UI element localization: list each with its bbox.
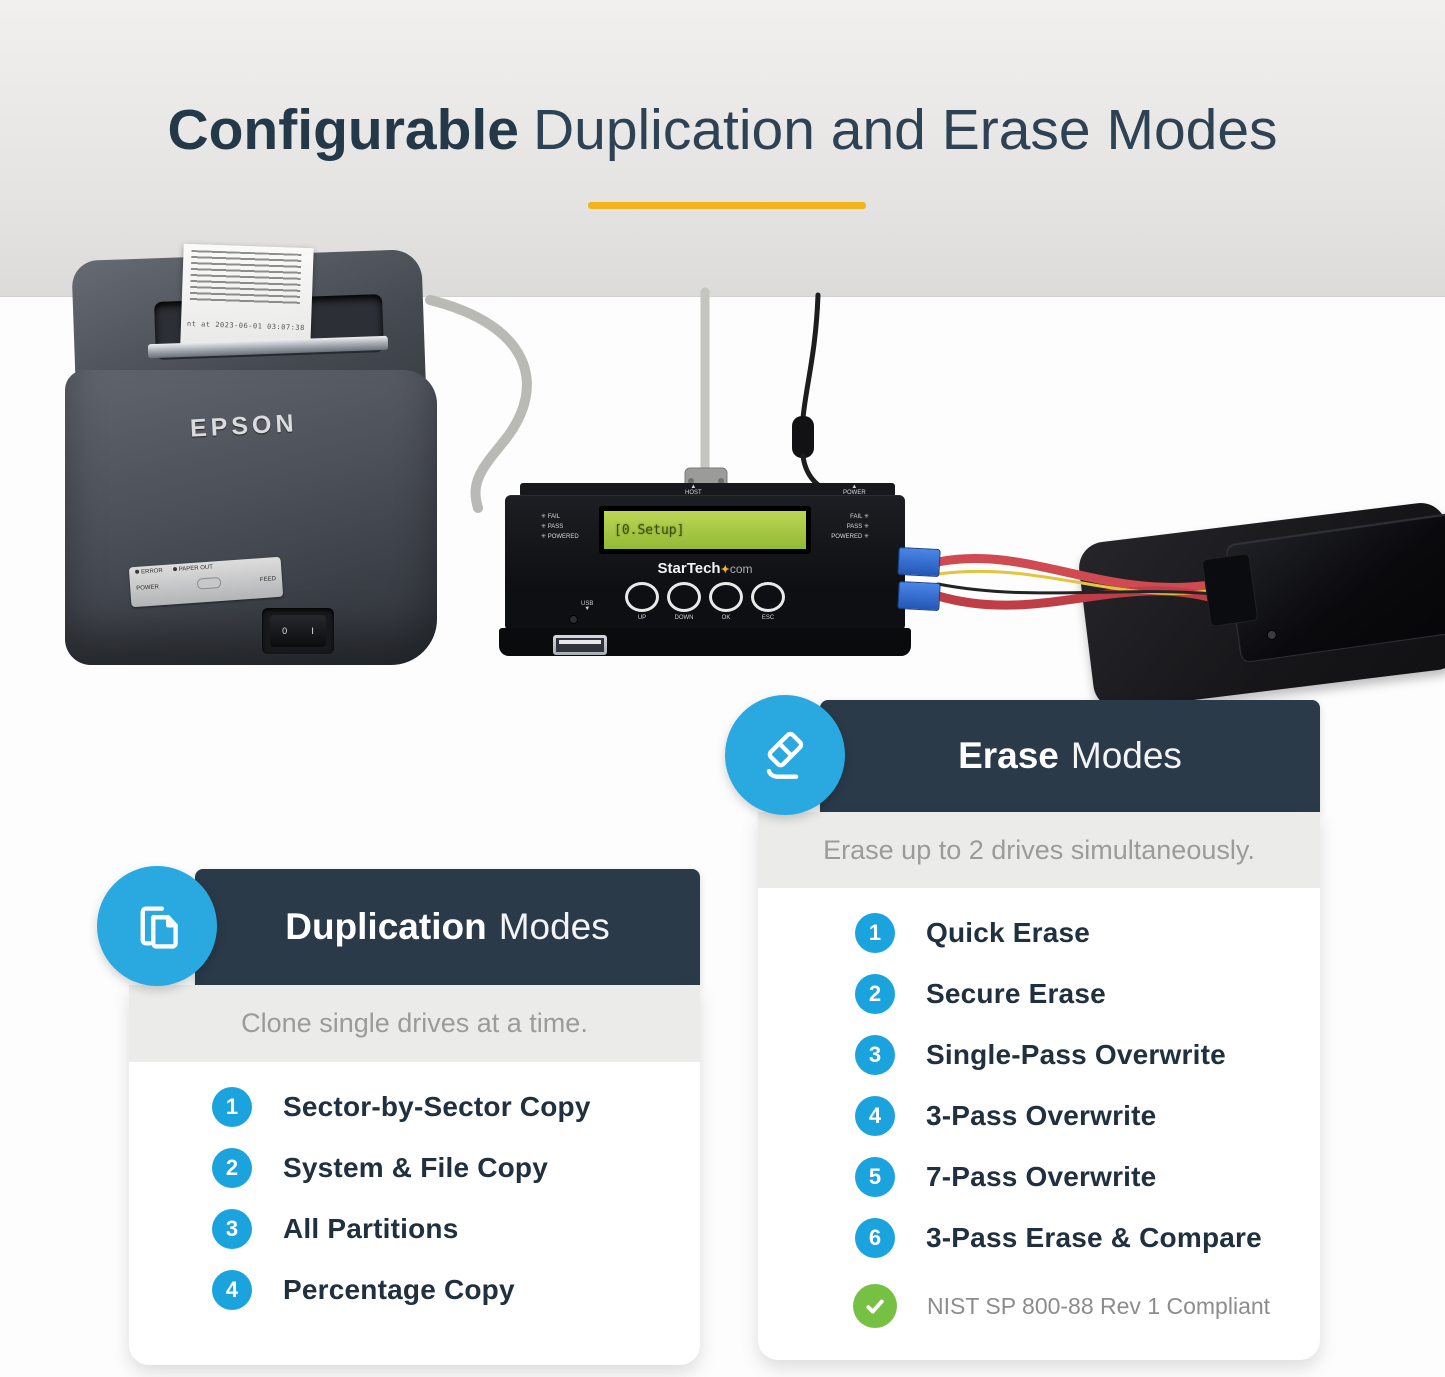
erase-card-header: Erase Modes [820,700,1320,812]
yellow-divider [588,202,866,209]
led-fail: FAIL ✳ [850,514,869,520]
item-label: All Partitions [283,1213,459,1244]
item-label: 3-Pass Overwrite [926,1100,1157,1131]
receipt-printer: nt at 2023-06-01 03:07:38 EPSON ERROR PA… [60,240,440,670]
item-number-badge: 5 [855,1157,895,1197]
list-item: 5 7-Pass Overwrite [855,1157,1262,1197]
led-pass: PASS ✳ [846,524,869,530]
list-item: 4 3-Pass Overwrite [855,1096,1262,1136]
list-item: 1 Sector-by-Sector Copy [212,1087,591,1127]
led-powered: ✳ POWERED [541,534,579,540]
erase-subtitle: Erase up to 2 drives simultaneously. [758,812,1320,888]
device-button-row: UP DOWN OK ESC [625,582,785,621]
printer-power-switch: 0 I [262,608,334,654]
list-item: 4 Percentage Copy [212,1270,591,1310]
erase-title-bold: Erase [958,735,1059,776]
duplication-title-bold: Duplication [285,906,487,947]
list-item: 6 3-Pass Erase & Compare [855,1218,1262,1258]
sata-plug-bottom [897,580,941,612]
page-title-bold: Configurable [167,98,519,162]
esc-button: ESC [751,582,785,621]
printer-power-rocker: 0 I [270,615,326,647]
list-item: 3 All Partitions [212,1209,591,1249]
item-number-badge: 3 [855,1035,895,1075]
list-item: 2 Secure Erase [855,974,1262,1014]
logo-star-icon: ✦ [720,564,730,576]
item-label: System & File Copy [283,1152,549,1183]
printer-body [65,370,437,665]
lcd-text: [0.Setup] [604,511,806,549]
item-number-badge: 1 [855,913,895,953]
page-title-rest: Duplication and Erase Modes [532,98,1278,162]
esc-button-ring [751,582,785,612]
source-led-group: ✳ FAIL ✳ PASS ✳ POWERED [541,512,579,542]
item-label: 3-Pass Erase & Compare [926,1222,1262,1253]
up-button: UP [625,582,659,621]
compliance-row: NIST SP 800-88 Rev 1 Compliant [853,1284,1270,1328]
duplication-card-header: Duplication Modes [195,869,700,985]
power-port-label: ▲POWER [843,484,866,496]
host-port-label: ▲HOST [685,484,702,496]
erase-mode-list: 1 Quick Erase 2 Secure Erase 3 Single-Pa… [855,913,1262,1258]
list-item: 1 Quick Erase [855,913,1262,953]
copy-icon [140,906,178,949]
duplicator-top-edge [520,483,895,497]
item-label: 7-Pass Overwrite [926,1161,1157,1192]
duplication-icon-circle [97,866,217,986]
check-icon [853,1284,897,1328]
startech-logo: StarTech✦com [657,560,753,577]
screw-detail [569,615,578,624]
down-button-ring [667,582,701,612]
item-number-badge: 3 [212,1209,252,1249]
led-powered: POWERED ✳ [831,534,869,540]
led-pass: ✳ PASS [541,524,564,530]
target-led-group: FAIL ✳ PASS ✳ POWERED ✳ [831,512,869,542]
down-button: DOWN [667,582,701,621]
lcd-display: [0.Setup] [599,506,811,554]
item-label: Secure Erase [926,978,1106,1009]
ok-button-ring [709,582,743,612]
list-item: 2 System & File Copy [212,1148,591,1188]
list-item: 3 Single-Pass Overwrite [855,1035,1262,1075]
switch-off-label: 0 [282,626,288,636]
compliance-text: NIST SP 800-88 Rev 1 Compliant [927,1292,1271,1319]
usb-port [553,635,607,655]
up-button-ring [625,582,659,612]
item-number-badge: 1 [212,1087,252,1127]
item-number-badge: 6 [855,1218,895,1258]
erase-icon-circle [725,695,845,815]
erase-card: Erase up to 2 drives simultaneously. [758,812,1320,1360]
usb-port-label: USB▼ [581,601,594,612]
eraser-icon [766,731,804,779]
duplicator-front-panel: ✳ FAIL ✳ PASS ✳ POWERED FAIL ✳ PASS ✳ PO… [505,495,905,631]
switch-on-label: I [311,626,314,636]
item-number-badge: 4 [855,1096,895,1136]
sata-plug-top [897,546,941,578]
led-fail: ✳ FAIL [541,514,561,520]
erase-title-light: Modes [1070,735,1182,776]
duplication-mode-list: 1 Sector-by-Sector Copy 2 System & File … [212,1087,591,1310]
sata-connector [1201,552,1259,628]
drive-duplicator: ▲HOST ▲POWER ✳ FAIL ✳ PASS ✳ POWERED FAI… [499,483,911,658]
item-number-badge: 4 [212,1270,252,1310]
item-number-badge: 2 [212,1148,252,1188]
ok-button: OK [709,582,743,621]
duplication-title-light: Modes [498,906,610,947]
item-label: Single-Pass Overwrite [926,1039,1226,1070]
duplication-subtitle: Clone single drives at a time. [129,985,700,1062]
item-label: Percentage Copy [283,1274,515,1305]
item-label: Sector-by-Sector Copy [283,1091,591,1122]
item-label: Quick Erase [926,917,1091,948]
item-number-badge: 2 [855,974,895,1014]
